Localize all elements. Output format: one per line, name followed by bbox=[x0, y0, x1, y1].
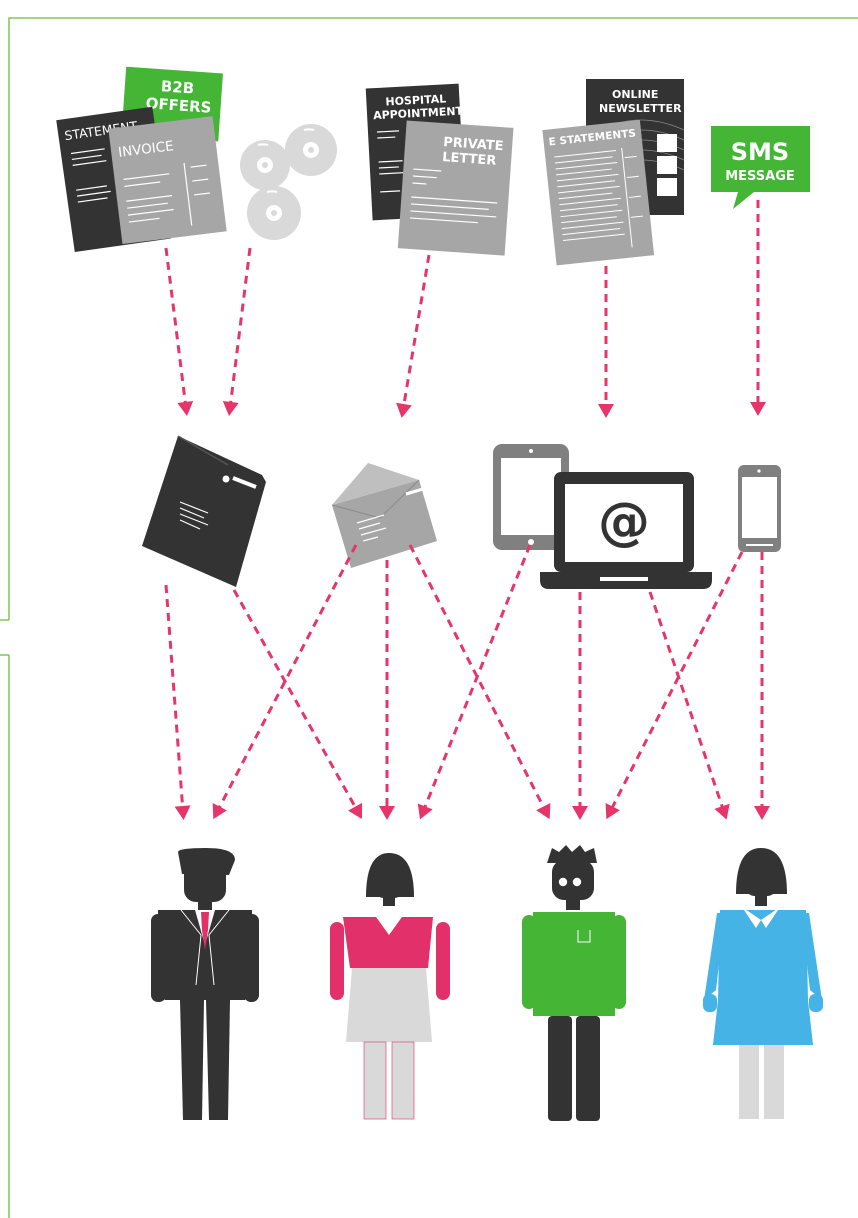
postal-envelope-icon bbox=[142, 435, 266, 587]
arrowhead bbox=[714, 803, 730, 820]
mobile-phone-icon bbox=[738, 465, 781, 552]
arrowhead bbox=[177, 401, 194, 416]
arrow-connector bbox=[164, 584, 185, 813]
newsletter-label-line1: ONLINE bbox=[612, 88, 658, 101]
private-label-line1: PRIVATE bbox=[443, 135, 504, 154]
person-businessman-icon bbox=[151, 848, 259, 1120]
b2b-label-line2: OFFERS bbox=[145, 94, 212, 117]
hospital-label-line2: APPOINTMENT bbox=[373, 104, 464, 122]
arrow-connector bbox=[608, 551, 744, 813]
private-label-line2: LETTER bbox=[442, 150, 497, 169]
page-frame bbox=[0, 17, 858, 1218]
arrowhead bbox=[396, 402, 412, 418]
arrowhead bbox=[212, 802, 227, 820]
arrow-connector bbox=[401, 254, 431, 411]
arrowhead bbox=[605, 803, 620, 820]
sms-message-bubble: SMS MESSAGE bbox=[711, 126, 810, 209]
laptop-email-icon: @ bbox=[540, 472, 712, 589]
arrow-connector bbox=[228, 247, 252, 409]
arrow-connector bbox=[408, 544, 548, 813]
e-statements-document: E STATEMENTS bbox=[542, 119, 655, 266]
sms-label-line2: MESSAGE bbox=[725, 169, 795, 184]
invoice-label: INVOICE bbox=[117, 138, 174, 161]
newsletter-label-line2: NEWSLETTER bbox=[599, 102, 682, 115]
person-woman-pink-icon bbox=[330, 853, 450, 1120]
invoice-document: INVOICE bbox=[108, 116, 227, 245]
arrows-layer bbox=[164, 200, 764, 813]
arrow-connector bbox=[215, 544, 358, 813]
arrowhead bbox=[222, 401, 239, 416]
tablet-icon bbox=[493, 444, 569, 550]
arrowhead bbox=[417, 803, 433, 820]
person-girl-blue-icon bbox=[703, 848, 823, 1119]
arrowhead bbox=[379, 806, 395, 820]
arrowhead bbox=[174, 805, 191, 820]
person-young-man-green-icon bbox=[522, 845, 626, 1121]
arrowheads-layer bbox=[174, 401, 770, 820]
arrow-connector bbox=[421, 544, 532, 813]
b2b-label-line1: B2B bbox=[160, 77, 194, 97]
arrowhead bbox=[750, 402, 766, 416]
cd-disc-icon bbox=[285, 124, 337, 176]
arrow-connector bbox=[232, 589, 360, 813]
cd-disc-icon bbox=[240, 140, 290, 190]
cd-disc-icon bbox=[247, 186, 301, 240]
arrowhead bbox=[754, 806, 770, 820]
sms-label-line1: SMS bbox=[731, 138, 789, 166]
private-letter-document: PRIVATE LETTER bbox=[397, 120, 514, 256]
arrowhead bbox=[348, 802, 363, 819]
arrowhead bbox=[572, 806, 588, 820]
arrow-connector bbox=[164, 247, 188, 409]
hospital-label-line1: HOSPITAL bbox=[385, 92, 446, 108]
email-at-symbol: @ bbox=[598, 492, 650, 552]
arrowhead bbox=[598, 404, 614, 418]
arrowhead bbox=[536, 803, 551, 820]
cd-discs-icon bbox=[240, 124, 337, 240]
letter-envelope-icon bbox=[331, 463, 437, 568]
arrow-connector bbox=[648, 591, 726, 813]
